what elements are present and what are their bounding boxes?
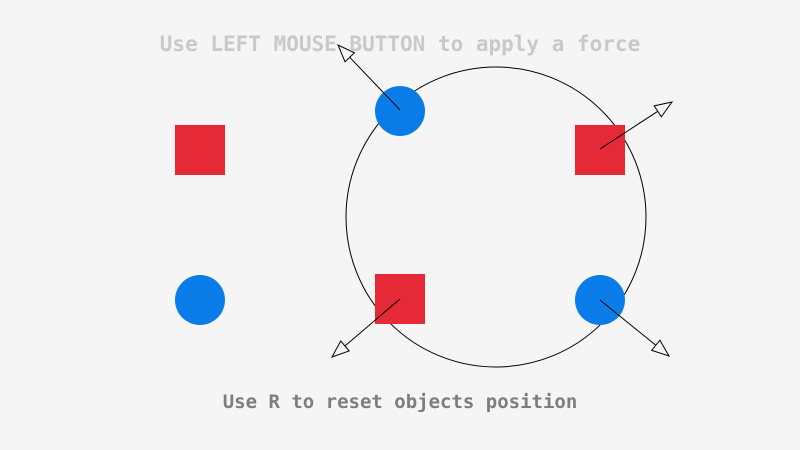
force-arrow-up-left-head-icon	[337, 43, 356, 63]
force-arrow-up-left-shaft	[349, 56, 401, 111]
instruction-reset-objects: Use R to reset objects position	[222, 391, 578, 413]
force-arrow-down-right-shaft	[599, 299, 657, 346]
blue-circle-left[interactable]	[175, 275, 225, 325]
force-arrow-down-right-head-icon	[650, 339, 671, 357]
blue-circle-top[interactable]	[375, 86, 425, 136]
force-arrow-down-left-head-icon	[330, 340, 351, 358]
force-arrow-up-right-head-icon	[653, 101, 674, 118]
force-arrow-down-left-shaft	[344, 298, 401, 347]
force-arrow-up-right-shaft	[599, 110, 659, 150]
instruction-apply-force: Use LEFT MOUSE BUTTON to apply a force	[159, 32, 641, 56]
boundary-circle	[345, 66, 647, 368]
red-square-left[interactable]	[175, 125, 225, 175]
red-square-right[interactable]	[575, 125, 625, 175]
